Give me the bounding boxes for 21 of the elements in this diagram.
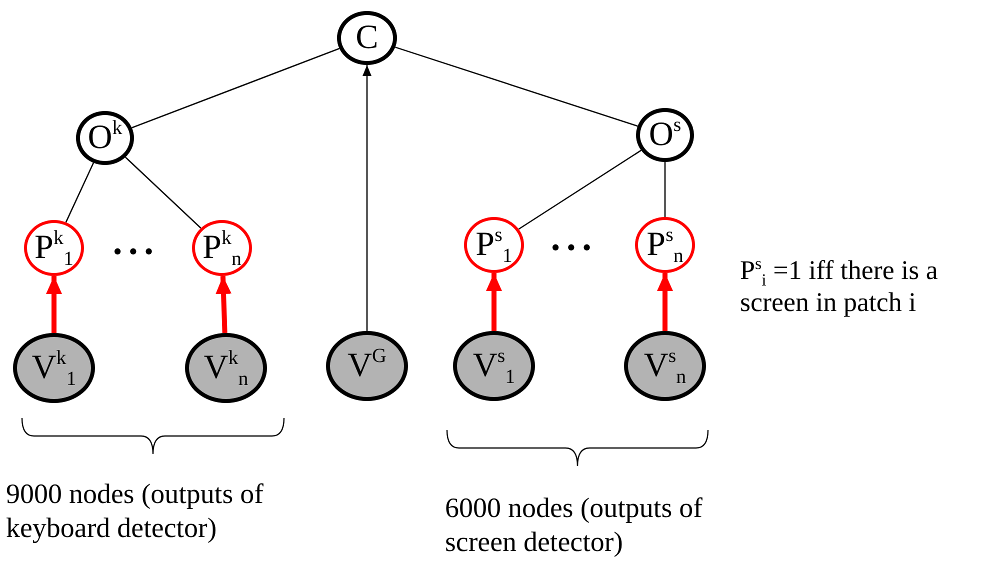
connector-line: [518, 150, 642, 230]
annotation-text: P$^{s}$$_{i}$ =1 iff there is a screen in patch i: [740, 254, 939, 319]
connector-line: [124, 156, 202, 229]
output-node-circle: [76, 111, 134, 165]
group-caption: 6000 nodes (outputs of screen detector): [445, 492, 704, 560]
connector-line: [395, 46, 638, 127]
node-label: V$^{G}$: [347, 349, 386, 383]
arrow: [216, 276, 232, 334]
connector-line: [664, 162, 666, 217]
connector-line: [132, 48, 340, 128]
ellipsis: • • •: [113, 236, 154, 268]
group-caption: 9000 nodes (outputs of keyboard detector): [6, 478, 264, 546]
connector-line: [65, 162, 94, 223]
node-label: C: [356, 21, 378, 55]
arrow: [362, 65, 372, 331]
arrow: [46, 276, 62, 333]
node-label: O$^{k}$: [88, 121, 122, 155]
ellipsis: • • •: [551, 232, 592, 264]
arrow: [486, 273, 502, 331]
node-label: O$^{s}$: [648, 118, 682, 152]
arrow: [657, 273, 673, 331]
